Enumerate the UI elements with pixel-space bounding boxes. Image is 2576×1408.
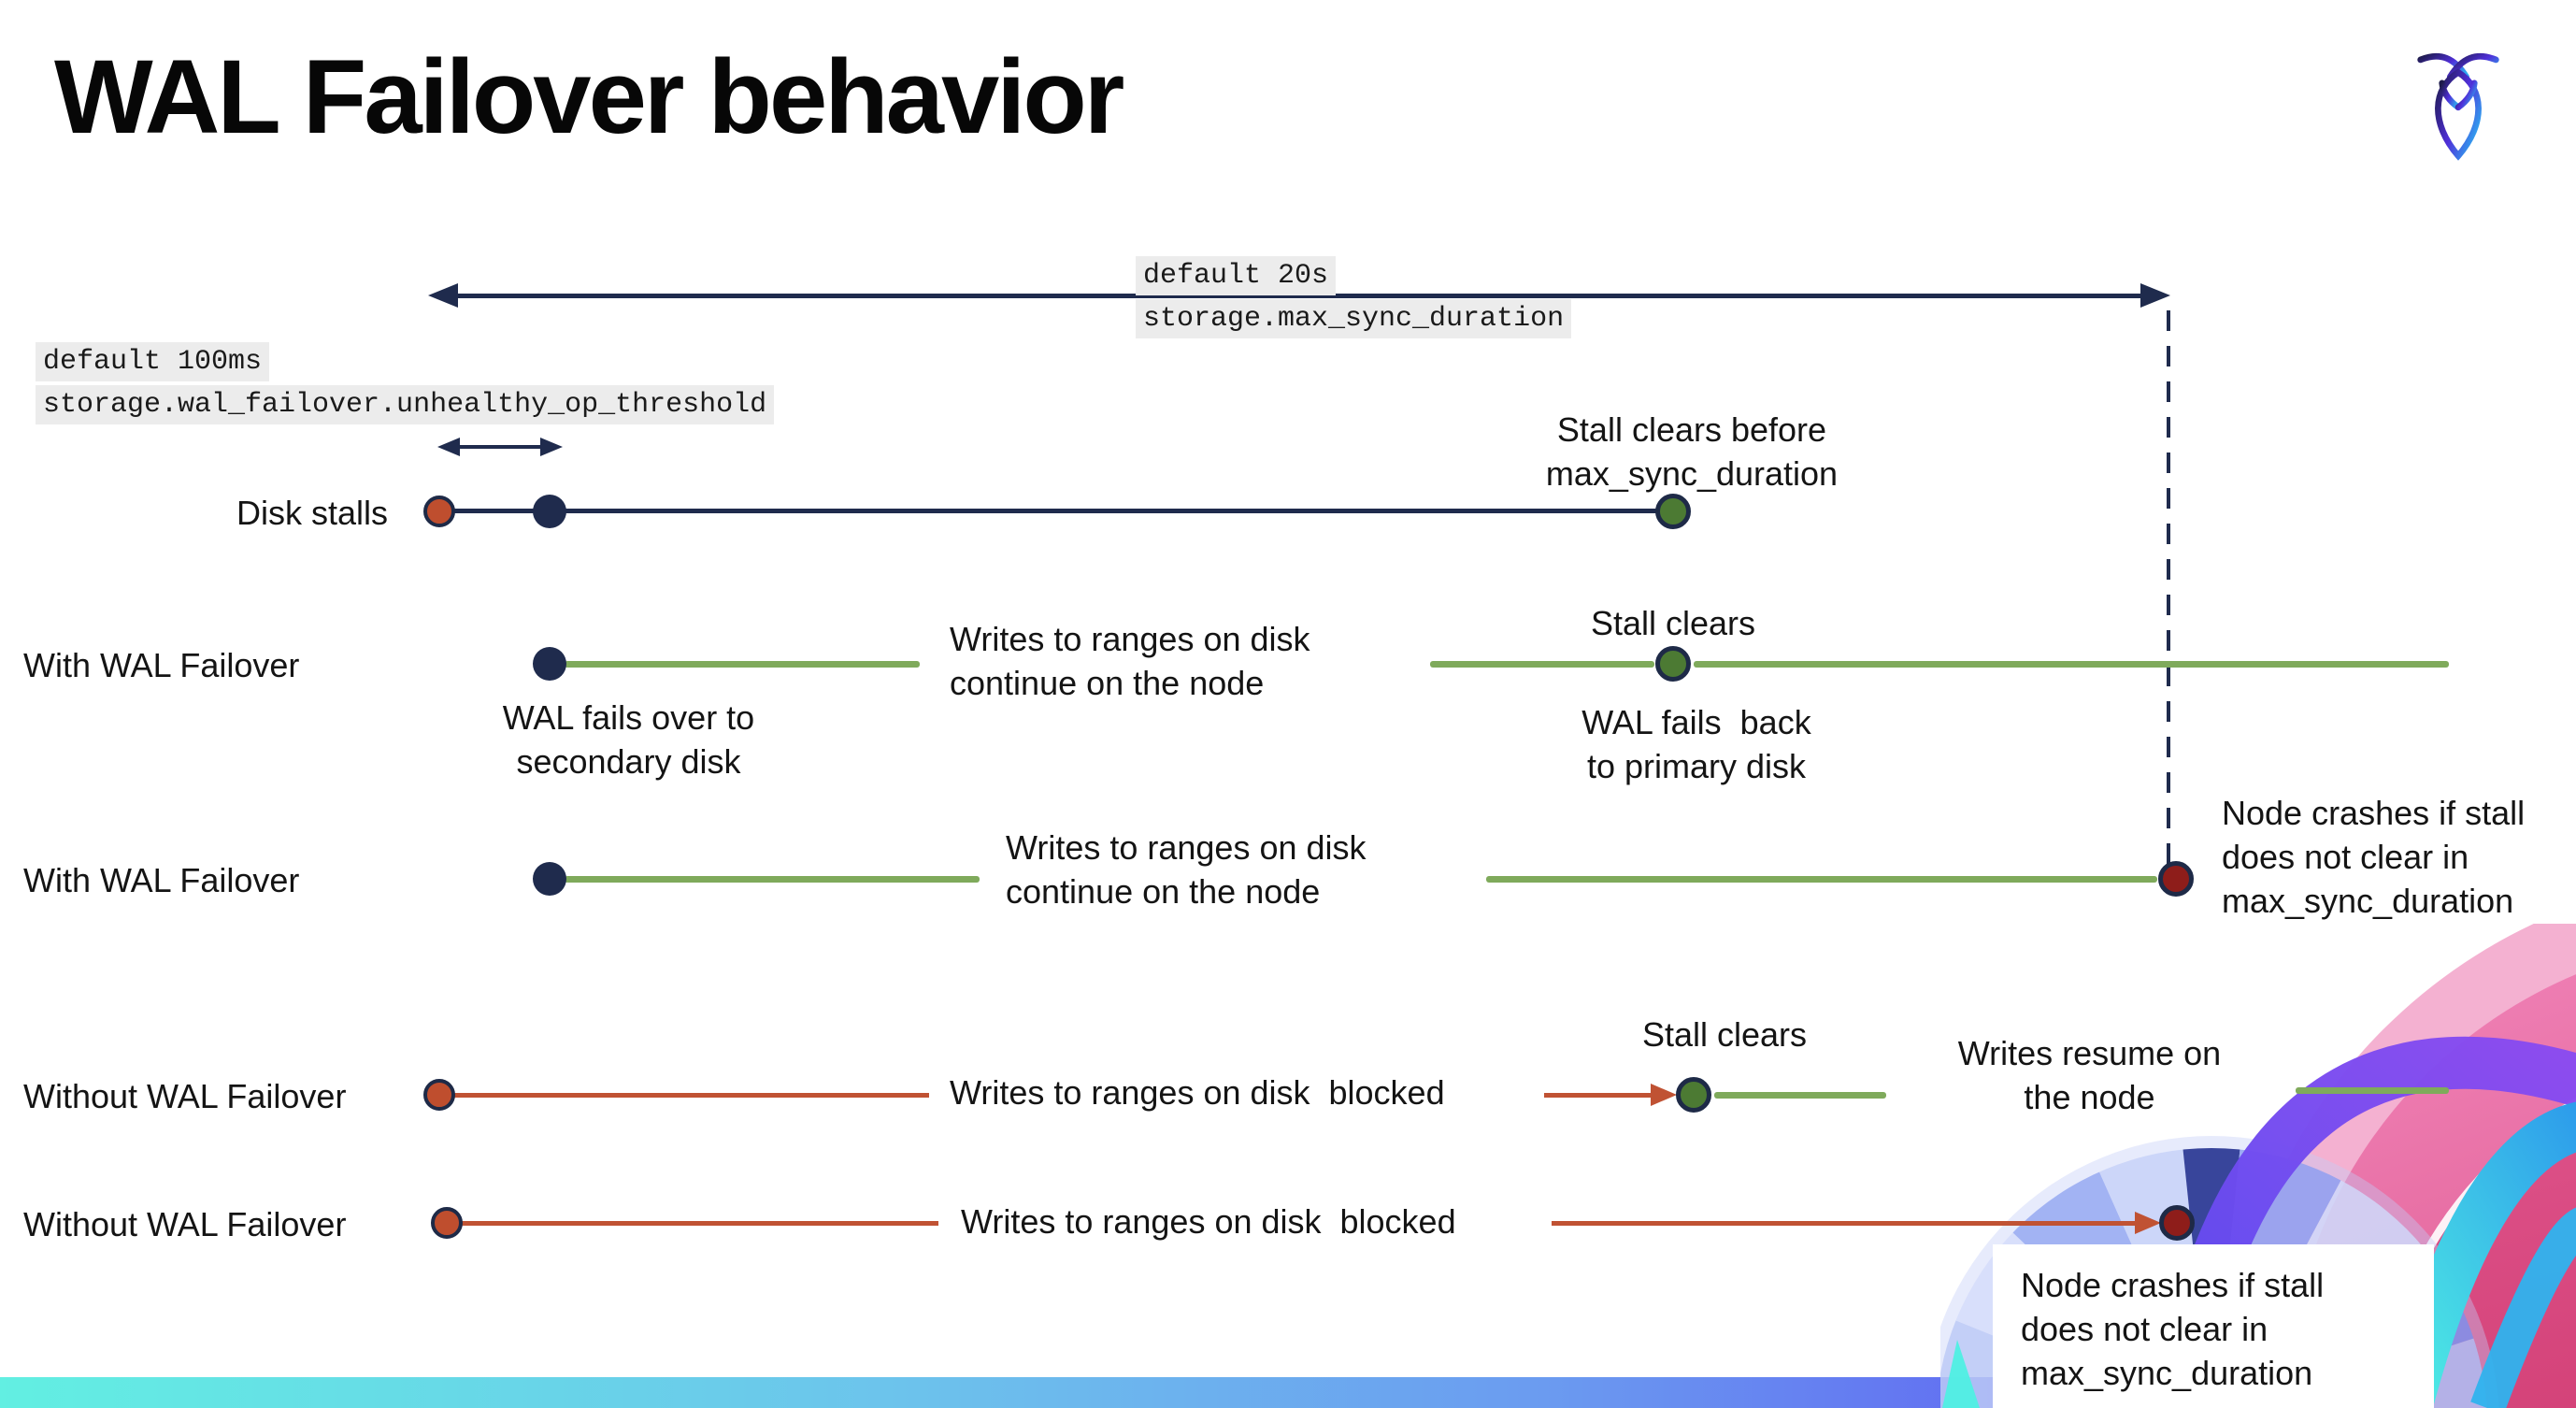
writes-blocked-line (1552, 1221, 2135, 1226)
arrowhead-right-icon (540, 438, 563, 456)
stall-clears-dot (1676, 1077, 1711, 1113)
writes-continue-annotation: Writes to ranges on disk continue on the… (950, 620, 1310, 702)
threshold-setting-label: storage.wal_failover.unhealthy_op_thresh… (36, 385, 775, 424)
max-sync-duration-arrow-line (449, 294, 2150, 298)
writes-resume-annotation: Writes resume on the node (1957, 1034, 2222, 1116)
writes-continue-line (1486, 876, 2157, 883)
arrowhead-left-icon (437, 438, 460, 456)
row-label-with-wal-failover: With WAL Failover (23, 646, 300, 684)
threshold-arrow-line (454, 445, 544, 449)
stall-clears-annotation: Stall clears (1590, 604, 1756, 642)
node-crash-dot (2158, 861, 2194, 897)
row-label-with-wal-failover: With WAL Failover (23, 861, 300, 899)
disk-stall-timeline (439, 509, 1673, 513)
writes-resume-line (2296, 1087, 2449, 1094)
row-label-without-wal-failover: Without WAL Failover (23, 1077, 347, 1115)
stall-clears-before-annotation: Stall clears before max_sync_duration (1545, 410, 1839, 493)
writes-continue-line (565, 876, 980, 883)
stall-clears-dot (1655, 494, 1691, 529)
stall-start-dot (423, 1079, 455, 1111)
writes-blocked-line (462, 1221, 938, 1226)
failover-annotation: WAL fails over to secondary disk (502, 698, 755, 781)
max-sync-setting-label: storage.max_sync_duration (1136, 299, 1572, 338)
writes-resume-line (1714, 1092, 1886, 1099)
threshold-dot (533, 495, 566, 528)
red-arrowhead-icon (1651, 1084, 1677, 1106)
cockroachdb-logo-icon (2417, 52, 2499, 161)
max-sync-default-label: default 20s (1136, 256, 1337, 295)
failover-dot (533, 862, 566, 896)
node-crash-dot (2159, 1205, 2195, 1241)
node-crash-annotation: Node crashes if stall does not clear in … (2021, 1266, 2325, 1392)
stall-start-dot (431, 1207, 463, 1239)
stall-start-dot (423, 496, 455, 527)
row-label-disk-stalls: Disk stalls (236, 494, 388, 532)
writes-continue-line (565, 661, 920, 668)
writes-blocked-annotation: Writes to ranges on disk blocked (950, 1073, 1445, 1112)
writes-blocked-line (454, 1093, 929, 1098)
writes-continue-line (1430, 661, 1654, 668)
red-arrowhead-icon (2135, 1212, 2161, 1234)
arrowhead-left-icon (428, 283, 458, 308)
page-title: WAL Failover behavior (54, 38, 1124, 155)
stall-clears-dot (1655, 646, 1691, 682)
threshold-default-label: default 100ms (36, 342, 270, 381)
stall-clears-annotation: Stall clears (1641, 1015, 1808, 1054)
node-crash-label-box: Node crashes if stall does not clear in … (1993, 1244, 2434, 1408)
row-label-without-wal-failover: Without WAL Failover (23, 1205, 347, 1243)
writes-blocked-line (1544, 1093, 1651, 1098)
max-sync-deadline-dashed-line (2167, 310, 2170, 864)
failover-dot (533, 647, 566, 681)
node-crash-annotation: Node crashes if stall does not clear in … (2222, 794, 2526, 920)
writes-blocked-annotation: Writes to ranges on disk blocked (961, 1202, 1456, 1241)
arrowhead-right-icon (2140, 283, 2170, 308)
writes-continue-annotation: Writes to ranges on disk continue on the… (1006, 828, 1367, 911)
failback-annotation: WAL fails back to primary disk (1581, 703, 1811, 785)
writes-continue-line (1694, 661, 2449, 668)
